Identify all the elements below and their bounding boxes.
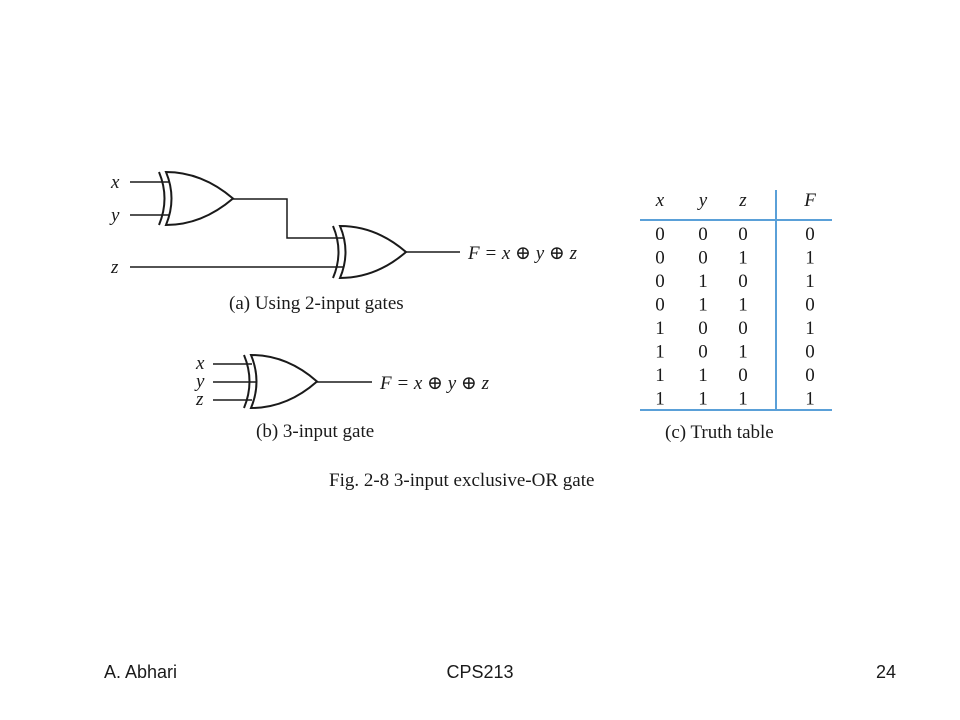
caption-b: (b) 3-input gate (256, 421, 374, 442)
wire-intermediate (233, 198, 343, 239)
table-cell: 0 (698, 248, 708, 269)
table-cell: 0 (698, 342, 708, 363)
table-cell: 1 (805, 248, 815, 269)
footer-author: A. Abhari (104, 662, 178, 682)
table-cell: 1 (655, 342, 665, 363)
xor-gate-2 (332, 224, 408, 280)
table-cell: 1 (655, 318, 665, 339)
table-row: 1 1 1 1 (655, 389, 815, 410)
table-cell: 0 (655, 271, 665, 292)
table-cell: 0 (738, 271, 748, 292)
table-cell: 1 (698, 365, 708, 386)
footer-course: CPS213 (446, 662, 514, 682)
xor-gate-1 (158, 170, 235, 227)
header-y: y (697, 190, 708, 211)
input-label-y-b: y (194, 371, 205, 392)
table-cell: 0 (738, 224, 748, 245)
table-row: 1 1 0 0 (655, 365, 815, 386)
header-f: F (803, 190, 816, 211)
table-cell: 1 (738, 389, 748, 410)
table-row: 0 0 1 1 (655, 248, 815, 269)
table-row: 0 0 0 0 (655, 224, 815, 245)
table-cell: 1 (805, 271, 815, 292)
table-cell: 0 (805, 342, 815, 363)
circuit-a: x y z F = x ⊕ y ⊕ z (a) Using 2-input (109, 170, 578, 314)
table-row: 0 1 1 0 (655, 295, 815, 316)
table-cell: 0 (655, 295, 665, 316)
table-row: 1 0 0 1 (655, 318, 815, 339)
table-cell: 0 (698, 318, 708, 339)
caption-c: (c) Truth table (665, 422, 774, 443)
table-cell: 1 (698, 295, 708, 316)
table-cell: 0 (805, 365, 815, 386)
circuit-b: x y z F = x ⊕ y ⊕ z (b) 3-input gate (194, 353, 490, 442)
table-cell: 0 (738, 318, 748, 339)
input-label-z-b: z (195, 389, 204, 410)
table-row: 0 1 0 1 (655, 271, 815, 292)
output-label-b: F = x ⊕ y ⊕ z (379, 373, 490, 394)
table-cell: 1 (698, 389, 708, 410)
table-cell: 1 (655, 389, 665, 410)
header-z: z (738, 190, 747, 211)
table-cell: 0 (805, 295, 815, 316)
table-cell: 1 (805, 318, 815, 339)
header-x: x (655, 190, 665, 211)
table-cell: 0 (655, 248, 665, 269)
figure-caption: Fig. 2-8 3-input exclusive-OR gate (329, 470, 594, 491)
input-label-x-b: x (195, 353, 205, 374)
input-label-z: z (110, 257, 119, 278)
table-cell: 1 (738, 342, 748, 363)
table-cell: 1 (738, 248, 748, 269)
table-cell: 0 (655, 224, 665, 245)
table-cell: 0 (805, 224, 815, 245)
table-cell: 0 (738, 365, 748, 386)
xor-gate-3-input (243, 353, 319, 410)
footer-page-number: 24 (875, 662, 896, 682)
caption-a: (a) Using 2-input gates (229, 293, 404, 314)
input-label-y: y (109, 205, 120, 226)
table-cell: 0 (698, 224, 708, 245)
table-row: 1 0 1 0 (655, 342, 815, 363)
table-cell: 1 (698, 271, 708, 292)
output-label-a: F = x ⊕ y ⊕ z (467, 243, 578, 264)
table-cell: 1 (805, 389, 815, 410)
input-label-x: x (110, 172, 120, 193)
table-cell: 1 (655, 365, 665, 386)
table-cell: 1 (738, 295, 748, 316)
